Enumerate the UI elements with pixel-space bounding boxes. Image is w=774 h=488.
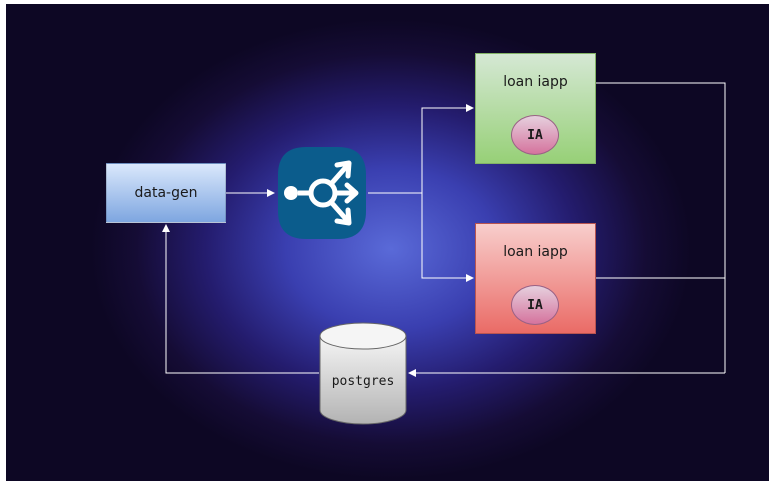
edge-postgres-to-datagen <box>162 224 319 374</box>
load-balancer-icon[interactable] <box>276 145 368 241</box>
loan-iapp-top-label: loan iapp <box>503 74 568 90</box>
edge-loan-top-to-db <box>596 82 726 373</box>
loan-iapp-top-node[interactable]: loan iapp IA <box>475 53 596 164</box>
loan-iapp-bottom-node[interactable]: loan iapp IA <box>475 223 596 334</box>
database-cylinder-icon <box>319 322 407 425</box>
edge-lb-to-loan-top <box>368 104 474 194</box>
data-gen-label: data-gen <box>134 185 198 201</box>
data-gen-node[interactable]: data-gen <box>106 163 226 223</box>
postgres-database-node[interactable]: postgres <box>319 322 407 426</box>
diagram-canvas: data-gen loan iapp IA loan iapp IA <box>6 4 769 481</box>
postgres-label: postgres <box>331 374 395 389</box>
connector-lines <box>162 82 726 377</box>
loan-iapp-bottom-label: loan iapp <box>503 244 568 260</box>
ia-badge-bottom: IA <box>511 285 559 325</box>
edge-lb-to-loan-bottom <box>421 193 474 282</box>
ia-badge-top: IA <box>511 115 559 155</box>
